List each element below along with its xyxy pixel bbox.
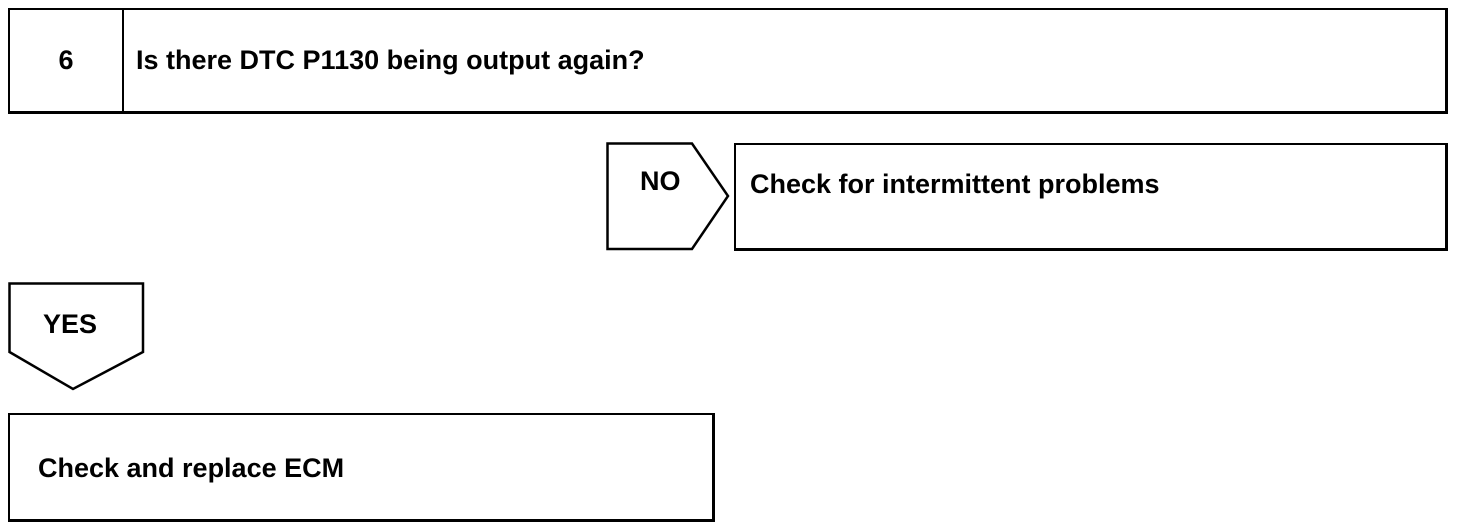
no-result-box: Check for intermittent problems (734, 143, 1448, 251)
no-arrow-icon (606, 142, 730, 251)
step-number: 6 (10, 10, 124, 111)
yes-result-text: Check and replace ECM (38, 453, 345, 483)
yes-result-box: Check and replace ECM (8, 413, 715, 522)
yes-label: YES (43, 309, 98, 339)
no-result-text: Check for intermittent problems (750, 169, 1160, 199)
step-box: 6 Is there DTC P1130 being output again? (8, 8, 1448, 114)
yes-arrow-icon (8, 282, 145, 391)
no-label: NO (640, 166, 681, 196)
step-question: Is there DTC P1130 being output again? (136, 45, 645, 75)
